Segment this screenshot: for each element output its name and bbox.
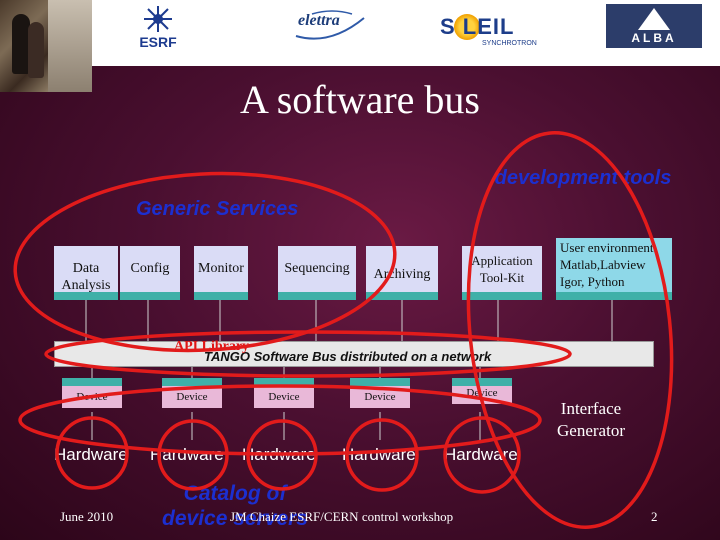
elettra-swoosh-icon xyxy=(295,10,365,40)
software-bus-label: TANGO Software Bus distributed on a netw… xyxy=(204,349,492,364)
footer-date: June 2010 xyxy=(60,509,114,524)
service-box-monitor: Monitor xyxy=(194,246,248,300)
esrf-star-icon xyxy=(144,6,172,32)
photo-background xyxy=(48,0,92,92)
catalog-label: Catalog of device servers xyxy=(162,482,308,530)
interface-generator-label: Interface Generator xyxy=(557,399,625,440)
device-box: Device xyxy=(162,378,222,408)
service-label: Monitor xyxy=(198,261,244,276)
esrf-logo-text: ESRF xyxy=(139,34,177,50)
device-label: Device xyxy=(268,391,300,403)
device-layer-ellipse xyxy=(18,384,542,456)
tango-dancers-photo xyxy=(0,0,92,92)
soleil-sun-icon xyxy=(454,14,480,40)
alba-triangle-icon xyxy=(638,8,670,30)
hardware-circle xyxy=(157,419,229,491)
service-label: Application Tool-Kit xyxy=(471,253,533,285)
footer-workshop: JM Chaize ESRF/CERN control workshop xyxy=(230,509,454,524)
elettra-logo-text: elettra xyxy=(298,12,340,29)
generic-services-label: Generic Services xyxy=(136,198,299,220)
hardware-circle xyxy=(246,419,318,491)
generic-services-ellipse xyxy=(13,171,397,353)
device-label: Device xyxy=(364,391,396,403)
hardware-circle xyxy=(55,416,129,490)
alba-logo: ALBA xyxy=(606,4,702,48)
service-box-data-analysis: Data Analysis xyxy=(54,246,118,300)
service-label: Sequencing xyxy=(284,261,350,276)
service-label: Data Analysis xyxy=(61,261,111,293)
service-box-user-environment: User environment Matlab,Labview Igor, Py… xyxy=(556,238,672,300)
hardware-label: Hardware xyxy=(54,445,128,464)
slide-title: A software bus xyxy=(240,77,480,122)
development-tools-ellipse xyxy=(466,131,674,529)
soleil-logo-text: S LEIL xyxy=(440,14,515,39)
footer-page-number: 2 xyxy=(651,509,658,524)
hardware-circle xyxy=(345,418,419,492)
service-label: Config xyxy=(130,261,170,276)
soleil-logo: S LEIL SYNCHROTRON xyxy=(436,4,544,50)
service-box-application-toolkit: Application Tool-Kit xyxy=(462,246,542,300)
hardware-circle xyxy=(443,416,521,494)
service-label: User environment Matlab,Labview Igor, Py… xyxy=(560,240,654,289)
logo-header xyxy=(0,0,720,66)
soleil-logo-subtext: SYNCHROTRON xyxy=(482,40,537,47)
api-library-ellipse xyxy=(44,330,572,378)
device-box: Device xyxy=(350,378,410,408)
service-box-sequencing: Sequencing xyxy=(278,246,356,300)
dancer-figure xyxy=(28,22,44,78)
dancer-figure xyxy=(12,14,30,74)
alba-logo-text: ALBA xyxy=(631,31,677,45)
esrf-logo: ESRF xyxy=(136,4,180,50)
elettra-logo: elettra xyxy=(292,6,368,46)
service-box-config: Config xyxy=(120,246,180,300)
device-box: Device xyxy=(254,378,314,408)
device-label: Device xyxy=(176,391,208,403)
